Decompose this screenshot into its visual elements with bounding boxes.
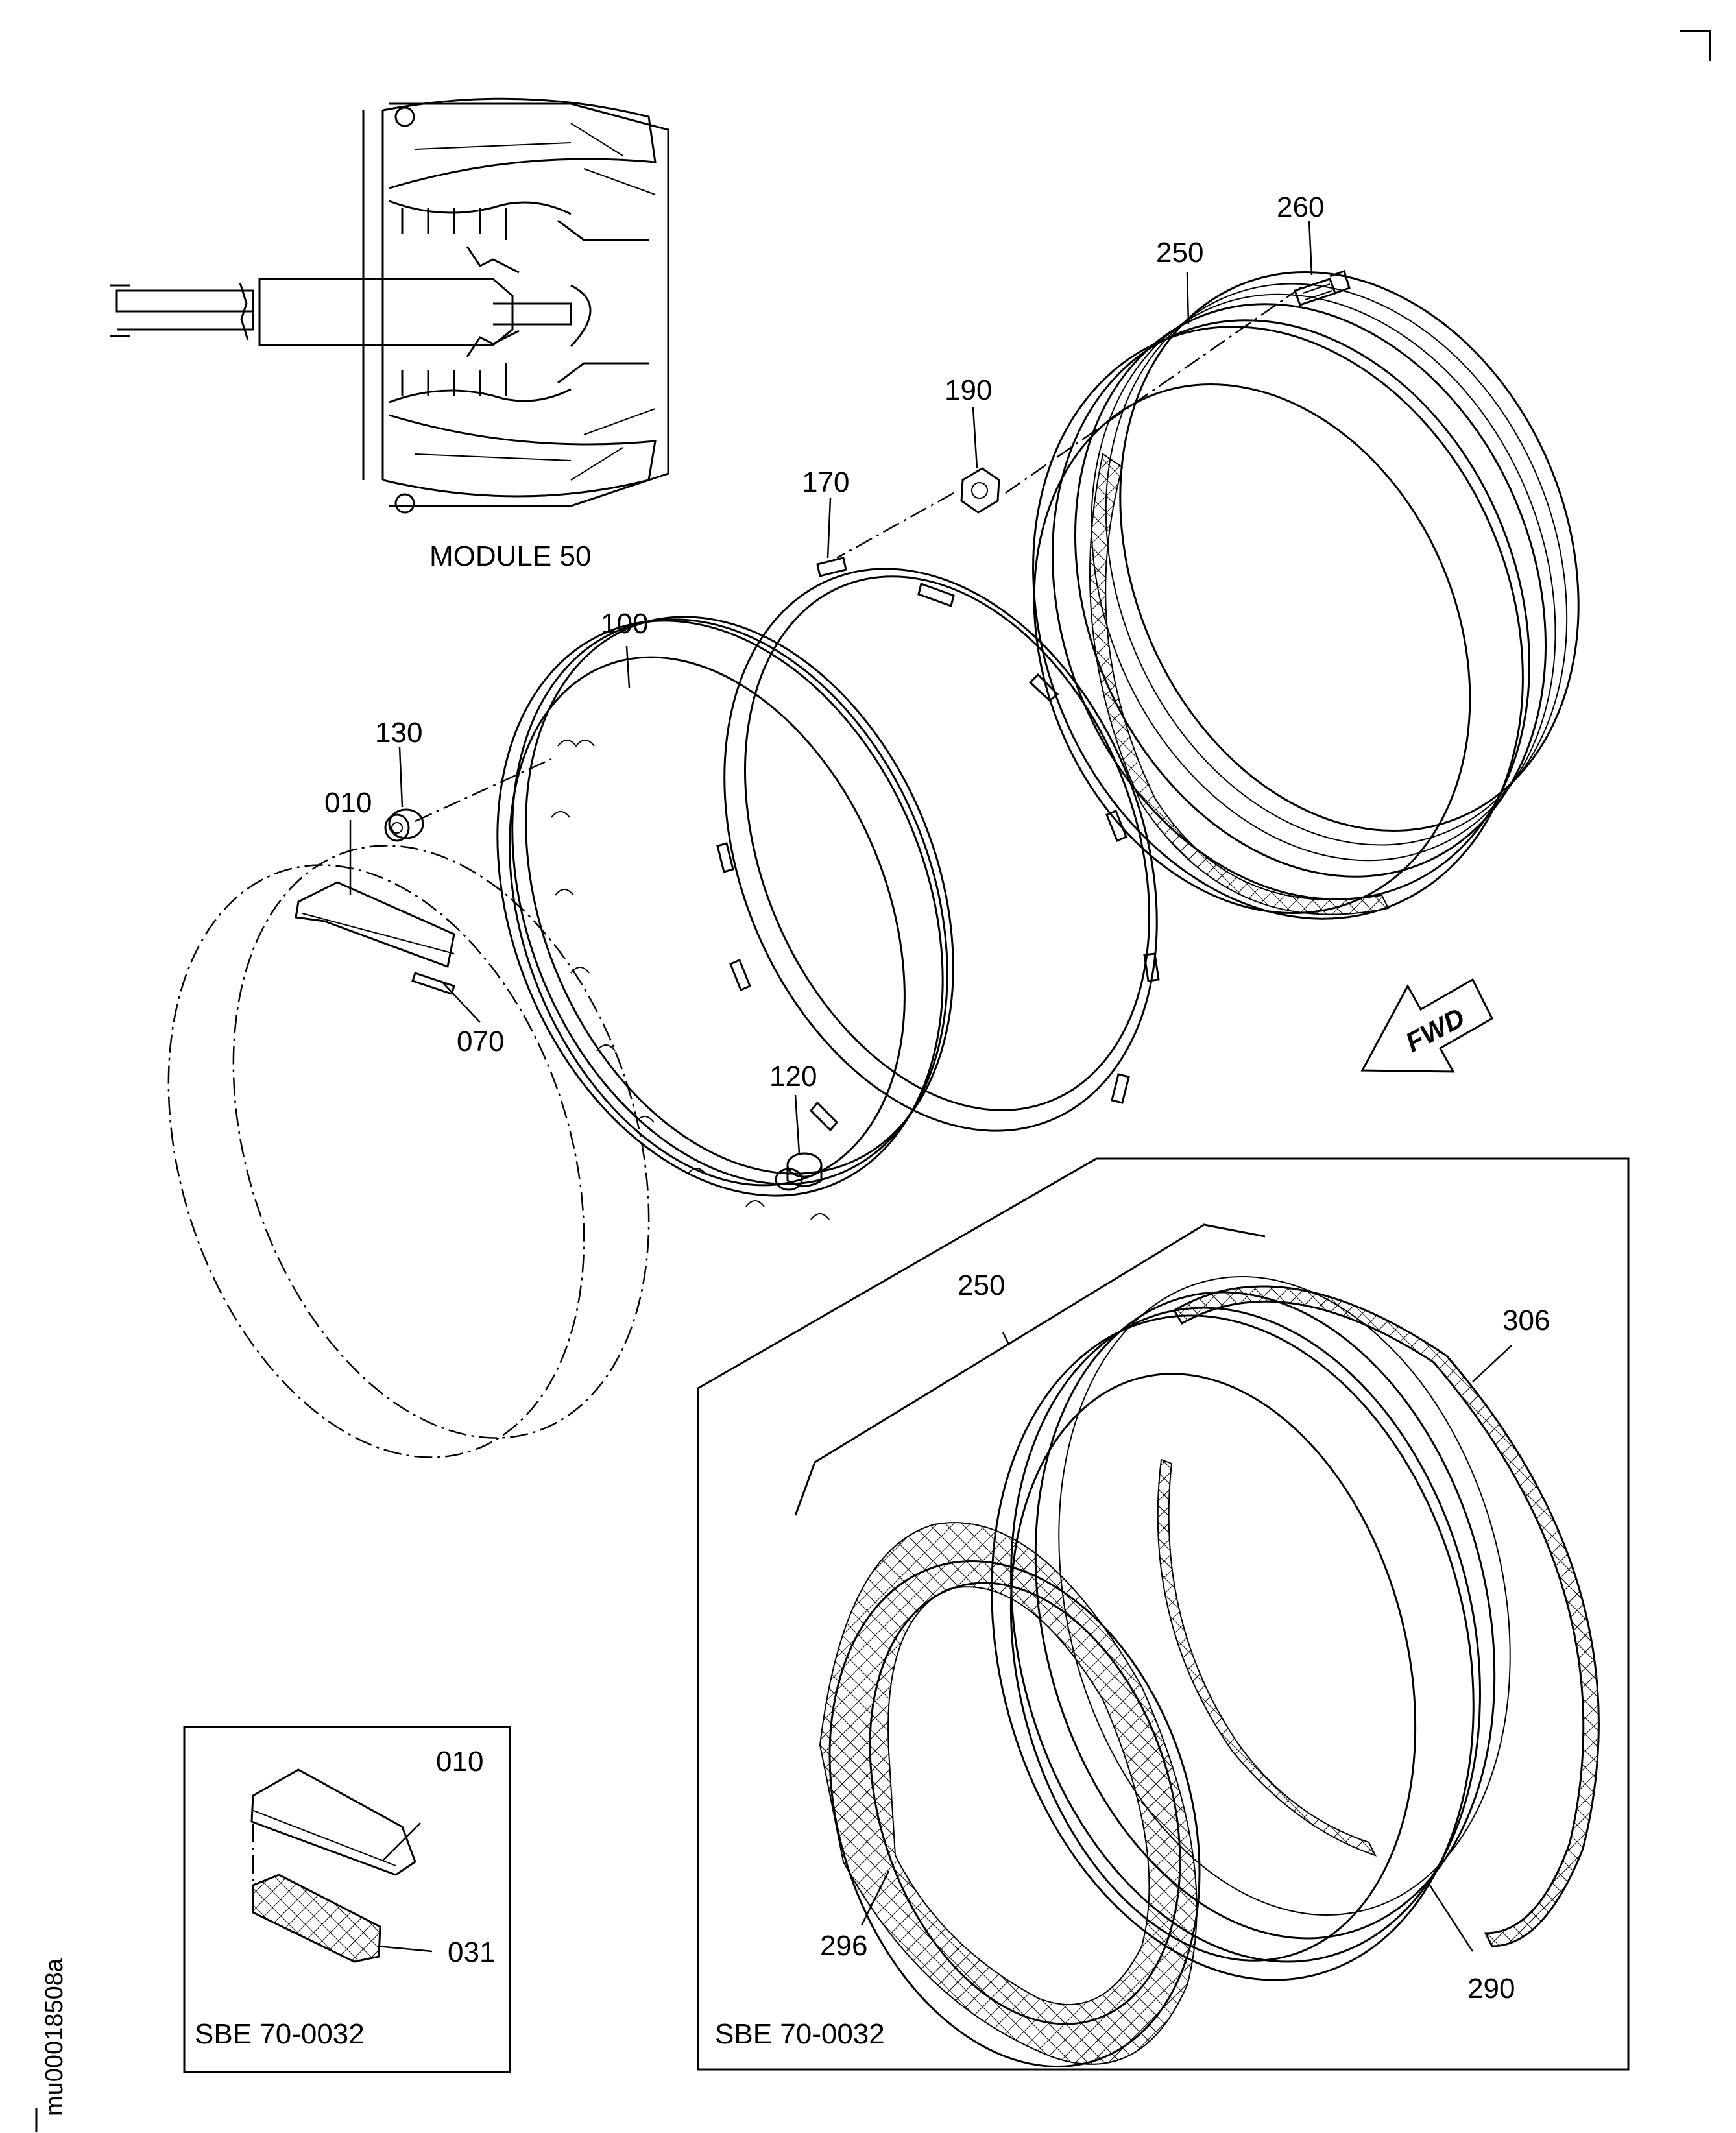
leader-260: [1308, 220, 1313, 276]
callout-250: 250: [1156, 237, 1203, 269]
corner-mark-top-right: [1680, 30, 1711, 61]
alignment-line-upper: [1005, 284, 1305, 494]
detail-panel-left: 010 031 SBE 70-0032: [183, 1726, 511, 2073]
detail-left-caption: SBE 70-0032: [195, 2018, 365, 2050]
callout-010: 010: [324, 787, 372, 819]
ring-170: [716, 557, 1160, 1132]
callout-170: 170: [802, 466, 849, 498]
leader-070: [440, 980, 481, 1023]
leader-130: [398, 747, 404, 808]
leader-120: [794, 1094, 801, 1154]
callout-260: 260: [1277, 191, 1324, 223]
fwd-direction-arrow: FWD: [1360, 978, 1493, 1073]
fwd-label: FWD: [1401, 1002, 1470, 1057]
nut-190: [960, 467, 1000, 514]
callout-250-detail: 250: [958, 1270, 1005, 1301]
callout-010-detail: 010: [436, 1746, 483, 1778]
leader-100: [625, 645, 631, 688]
module-50-label: MODULE 50: [429, 540, 591, 572]
liner-ring-010-phantom: [167, 845, 650, 1458]
callout-130: 130: [375, 717, 422, 749]
callout-070: 070: [457, 1026, 504, 1057]
callout-306: 306: [1502, 1305, 1550, 1336]
bolt-260: [1294, 270, 1351, 306]
leader-250: [1186, 272, 1190, 325]
case-ring-250: [1032, 271, 1580, 920]
callout-190: 190: [945, 374, 992, 406]
module-50-engine-section: MODULE 50: [110, 97, 669, 572]
leader-190: [972, 407, 978, 469]
ring-100: [496, 616, 954, 1220]
alignment-line-130: [415, 758, 552, 823]
detail-panel-right: 250 306 296 290 SBE 70-0032: [697, 1157, 1630, 2071]
callout-031: 031: [448, 1936, 495, 1968]
callout-296: 296: [820, 1930, 867, 1962]
callout-290: 290: [1467, 1973, 1515, 2005]
alignment-line-mid: [836, 492, 954, 559]
nut-130: [384, 808, 424, 842]
callout-120: 120: [769, 1061, 817, 1092]
nut-120: [775, 1152, 823, 1191]
detail-right-caption: SBE 70-0032: [715, 2018, 885, 2050]
figure-id: mu00018508a: [41, 1958, 68, 2116]
leader-170: [826, 498, 832, 559]
callout-100: 100: [601, 608, 648, 640]
